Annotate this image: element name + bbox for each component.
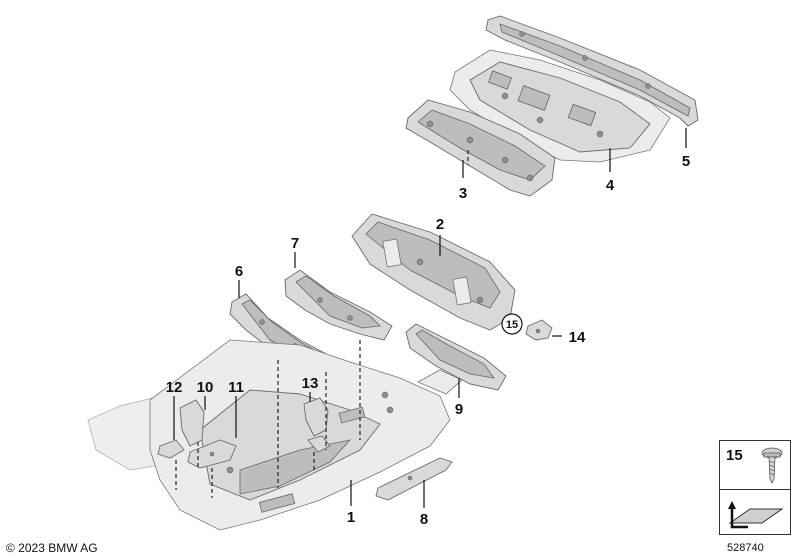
part-8-reinforcement [375, 457, 453, 501]
assembly-lines [175, 150, 469, 498]
legend-part-number: 15 [726, 447, 743, 464]
callout-6: 6 [235, 263, 243, 280]
legend-divider [720, 489, 790, 490]
callout-15-circled: 15 [501, 313, 523, 335]
part-3-seat-cross-member [405, 99, 556, 197]
callout-13: 13 [302, 375, 319, 392]
callout-4: 4 [606, 177, 615, 194]
screw-icon [761, 447, 783, 484]
callout-3: 3 [459, 185, 467, 202]
part-2-heel-plate [351, 213, 516, 331]
leader-lines [173, 128, 687, 508]
callout-14: 14 [569, 329, 586, 346]
nav-arrow-icon [728, 501, 784, 529]
part-1-front-floor-pan [87, 339, 451, 531]
part-5-rear-cross-member [485, 15, 699, 127]
part-13-bracket [303, 397, 331, 453]
copyright-text: © 2023 BMW AG [6, 541, 98, 555]
callout-7: 7 [291, 235, 299, 252]
part-4-rear-floor-panel [449, 49, 671, 163]
callout-12: 12 [166, 379, 183, 396]
part-9-side-member [405, 323, 507, 395]
diagram-number: 528740 [727, 542, 764, 554]
callout-1: 1 [347, 509, 355, 526]
callout-8: 8 [420, 511, 428, 528]
callout-15: 15 [506, 319, 518, 331]
fastener-legend-box: 15 [719, 440, 791, 535]
part-11-bracket [187, 439, 237, 469]
callout-2: 2 [436, 216, 444, 233]
callout-10: 10 [197, 379, 214, 396]
part-10-bracket [179, 399, 205, 447]
part-7-longitudinal-member [284, 269, 393, 341]
part-12-bracket [157, 439, 185, 459]
callout-11: 11 [228, 379, 244, 396]
part-14-bracket [525, 319, 553, 341]
callout-5: 5 [682, 153, 690, 170]
callout-9: 9 [455, 401, 463, 418]
